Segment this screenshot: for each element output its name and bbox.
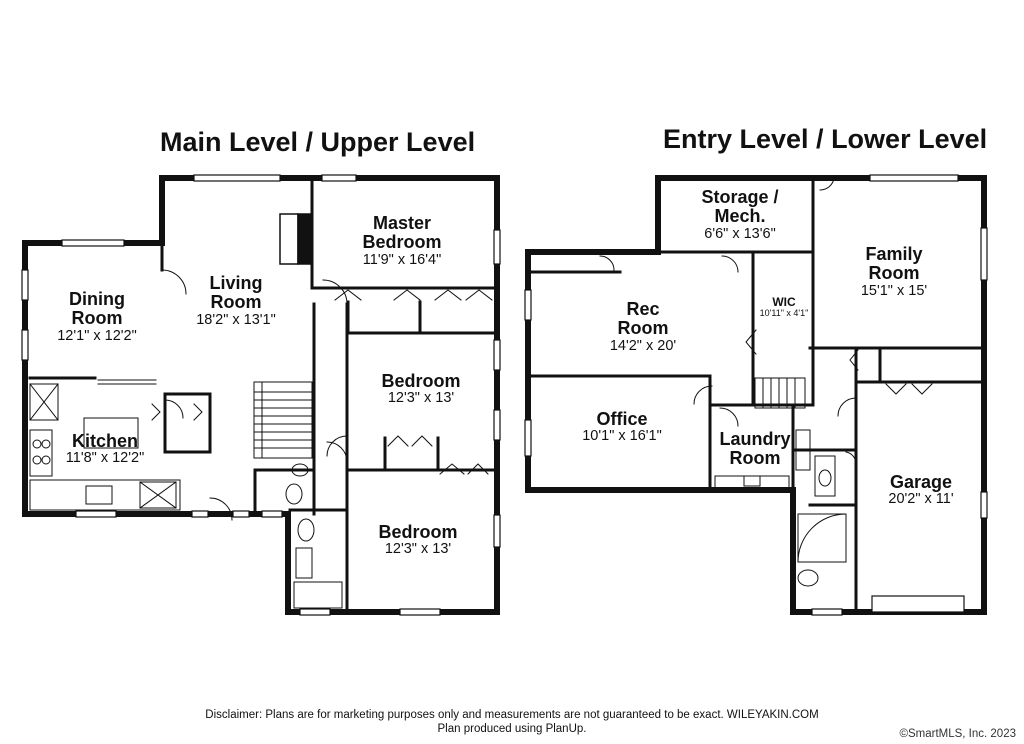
room-name: Office [596, 409, 648, 429]
room-label-storage-mech: Storage /Mech. 6'6" x 13'6" [701, 187, 779, 243]
room-dims: 12'3" x 13' [387, 390, 455, 407]
entry-doors [599, 177, 933, 465]
room-dims: 12'3" x 13' [384, 541, 452, 558]
room-dims: 14'2" x 20' [609, 337, 677, 354]
main-stairs-icon [253, 381, 313, 459]
room-dims: 12'1" x 12'2" [57, 327, 137, 344]
main-windows [21, 174, 501, 616]
disclaimer-line-2: Plan produced using PlanUp. [437, 723, 587, 735]
room-label-garage: Garage 20'2" x 11' [888, 472, 954, 508]
room-dims: 20'2" x 11' [888, 491, 954, 508]
room-name: Storage /Mech. [701, 187, 779, 227]
entry-level-title: Entry Level / Lower Level [663, 124, 988, 154]
entry-level-plan [524, 174, 988, 616]
room-label-kitchen: Kitchen 11'8" x 12'2" [65, 431, 145, 467]
room-label-bedroom-2: Bedroom 12'3" x 13' [378, 522, 458, 558]
room-name: WIC [772, 295, 796, 309]
kitchen-fixtures [29, 379, 181, 511]
room-name: Bedroom [381, 371, 461, 391]
room-dims: 11'9" x 16'4" [362, 251, 442, 268]
copyright: ©SmartMLS, Inc. 2023 [899, 728, 1017, 740]
room-label-office: Office 10'1" x 16'1" [582, 409, 662, 445]
room-dims: 15'1" x 15' [860, 282, 928, 299]
entry-stairs-icon [754, 377, 806, 409]
disclaimer-line-1: Disclaimer: Plans are for marketing purp… [205, 709, 819, 721]
room-dims: 11'8" x 12'2" [65, 450, 145, 467]
room-dims: 18'2" x 13'1" [196, 311, 276, 328]
main-doors [151, 269, 493, 521]
main-level-title: Main Level / Upper Level [160, 127, 476, 157]
room-dims: 6'6" x 13'6" [704, 225, 776, 242]
main-bath-fixtures [285, 463, 343, 609]
room-name: Kitchen [71, 431, 139, 451]
room-dims: 10'1" x 16'1" [582, 428, 662, 445]
fireplace-icon [279, 213, 313, 265]
disclaimer: Disclaimer: Plans are for marketing purp… [0, 708, 1024, 736]
entry-bath-fixtures [714, 429, 847, 587]
entry-windows [524, 174, 988, 616]
room-name: Bedroom [378, 522, 458, 542]
room-name: Garage [889, 472, 953, 492]
room-label-bedroom-1: Bedroom 12'3" x 13' [381, 371, 461, 407]
main-level-plan [21, 174, 501, 616]
entry-interior-walls [526, 176, 986, 614]
room-dims: 10'11" x 4'1" [759, 307, 809, 318]
room-label-wic: WIC 10'11" x 4'1" [760, 296, 809, 319]
